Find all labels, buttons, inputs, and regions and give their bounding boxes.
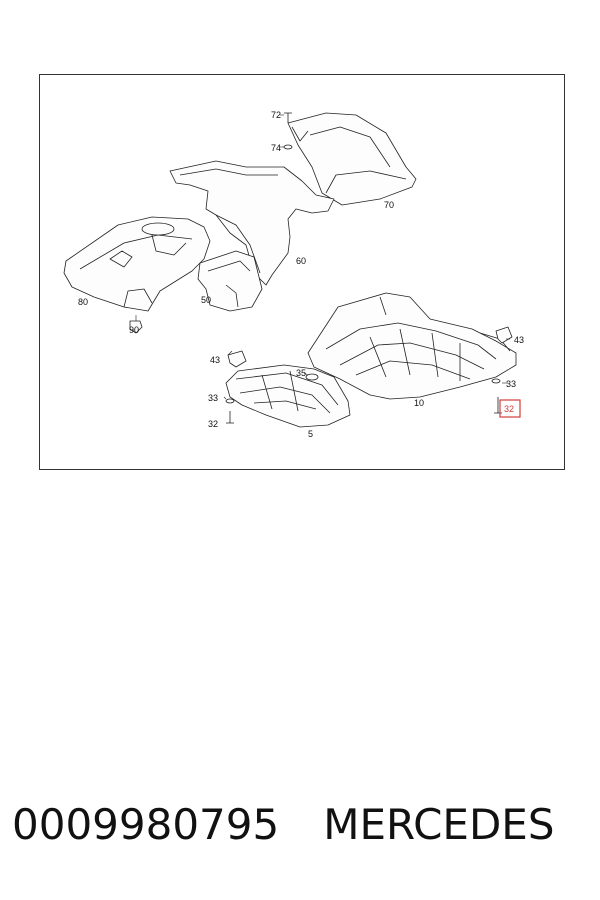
callout-32-left: 32 — [208, 419, 218, 429]
part-33-washer-right — [491, 378, 501, 384]
callout-72: 72 — [271, 110, 281, 120]
part-80-cover — [63, 216, 211, 312]
part-90-nut — [129, 320, 143, 334]
parts-diagram-frame: 72 74 70 60 80 90 50 43 43 35 33 33 32 3… — [39, 74, 565, 470]
part-5-guard — [225, 364, 351, 428]
callout-70: 70 — [384, 200, 394, 210]
highlight-box-32 — [499, 399, 521, 418]
part-10-underbody-guard — [307, 292, 517, 400]
part-43-clip-right — [495, 326, 513, 344]
callout-43-right: 43 — [514, 335, 524, 345]
part-32-bolt-left — [226, 411, 234, 424]
brand-name: MERCEDES — [323, 800, 555, 849]
part-60-cover — [169, 160, 335, 286]
callout-33-right: 33 — [506, 379, 516, 389]
callout-50: 50 — [201, 295, 211, 305]
part-43-clip-left — [227, 350, 247, 368]
callout-90: 90 — [129, 325, 139, 335]
part-33-washer-left — [225, 398, 235, 404]
callout-33-left: 33 — [208, 393, 218, 403]
part-70-shield — [287, 112, 417, 206]
part-number: 0009980795 — [12, 800, 280, 849]
parts-diagram: 72 74 70 60 80 90 50 43 43 35 33 33 32 3… — [63, 110, 524, 439]
callout-32-highlighted: 32 — [504, 404, 514, 414]
callout-43-left: 43 — [210, 355, 220, 365]
part-32-bolt-right — [494, 397, 502, 414]
callout-10: 10 — [414, 398, 424, 408]
part-35-grommet — [305, 373, 319, 381]
callout-60: 60 — [296, 256, 306, 266]
part-50-bracket — [197, 250, 263, 312]
product-caption: 0009980795 MERCEDES — [12, 800, 592, 860]
callout-80: 80 — [78, 297, 88, 307]
part-74-washer — [283, 144, 293, 150]
part-72-screw — [284, 112, 292, 123]
callout-5: 5 — [308, 429, 313, 439]
callout-35: 35 — [296, 368, 306, 378]
callout-74: 74 — [271, 143, 281, 153]
